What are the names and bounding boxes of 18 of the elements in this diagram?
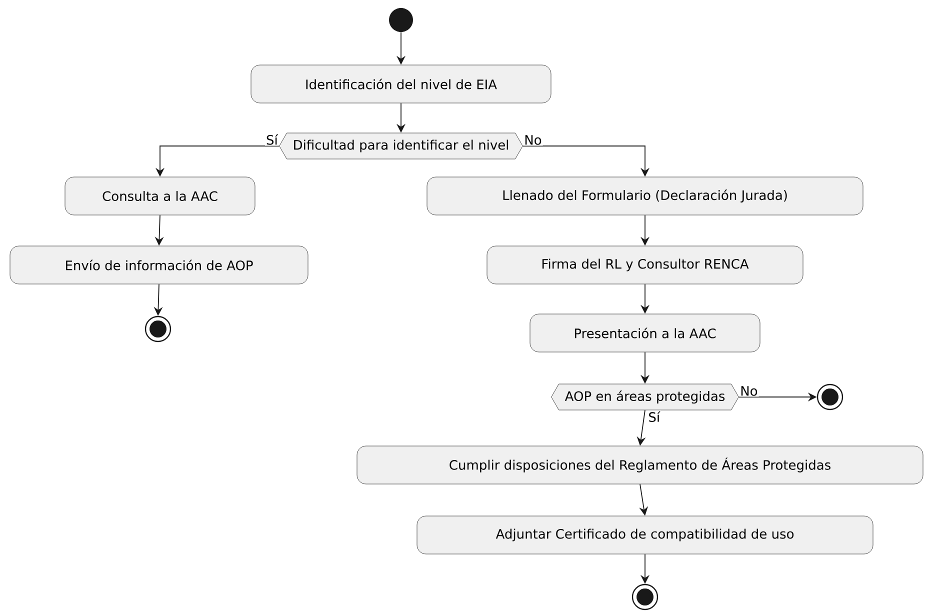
activity-box: Consulta a la AAC	[64, 176, 256, 216]
end-circle	[632, 584, 658, 610]
edge-label: No	[739, 385, 759, 397]
end-circle	[144, 316, 172, 342]
activity-box: Adjuntar Certificado de compatibilidad de uso	[416, 516, 874, 554]
activity-box: Envío de información de AOP	[10, 246, 308, 284]
edge-label: Sí	[265, 133, 279, 146]
start-circle	[389, 8, 413, 32]
end-circle	[816, 384, 844, 410]
activity-box: Presentación a la AAC	[530, 314, 760, 352]
activity-box: Identificación del nivel de EIA	[250, 64, 552, 104]
decision-hexagon: Dificultad para identificar el nivel	[279, 132, 523, 160]
activity-box: Llenado del Formulario (Declaración Jurada)	[426, 176, 864, 216]
decision-hexagon: AOP en áreas protegidas	[551, 384, 739, 410]
activity-box: Firma del RL y Consultor RENCA	[486, 246, 804, 284]
edge-label: Sí	[647, 410, 662, 423]
edge-label: No	[523, 134, 543, 146]
activity-box: Cumplir disposiciones del Reglamento de Áreas Protegidas	[356, 446, 924, 484]
